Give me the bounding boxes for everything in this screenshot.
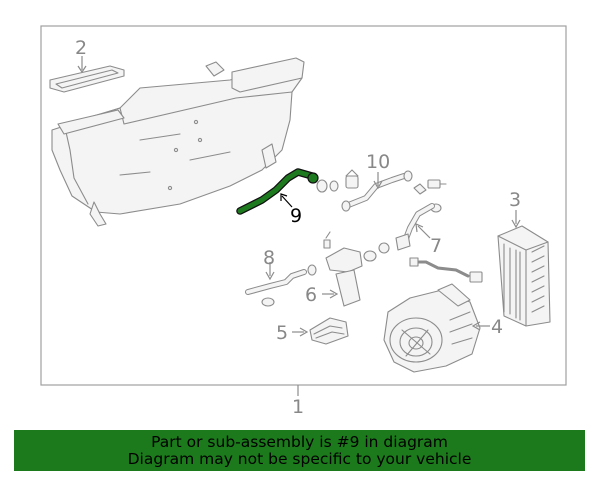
part-6-valve[interactable]: [323, 231, 390, 307]
callout-8: 8: [263, 247, 275, 269]
callout-2: 2: [75, 37, 87, 59]
arrow-5: [299, 327, 309, 337]
callout-7: 7: [430, 235, 442, 257]
callout-5: 5: [276, 322, 288, 344]
leader-7: [417, 225, 431, 239]
callout-10: 10: [366, 151, 390, 173]
part-8-hose[interactable]: [245, 264, 317, 307]
part-10-pipe[interactable]: [341, 170, 413, 212]
arrow-4: [471, 321, 481, 331]
info-banner: Part or sub-assembly is #9 in diagram Di…: [14, 430, 585, 471]
part-7-pipe[interactable]: [395, 203, 483, 283]
arrow-3: [511, 219, 521, 229]
arrow-8: [265, 271, 275, 281]
part-2-seal[interactable]: [49, 65, 125, 93]
arrow-10: [373, 180, 383, 190]
arrow-2: [77, 65, 87, 74]
fittings-group-a[interactable]: [316, 169, 359, 193]
banner-line-2: Diagram may not be specific to your vehi…: [127, 449, 472, 468]
arrow-9: [280, 193, 288, 201]
part-9-hose[interactable]: [236, 168, 319, 215]
bolts-group[interactable]: [413, 179, 447, 213]
arrow-6: [329, 289, 339, 299]
callout-1: 1: [292, 396, 304, 418]
part-1-hvac-housing[interactable]: [51, 57, 305, 227]
banner-line-1: Part or sub-assembly is #9 in diagram: [151, 432, 448, 451]
callout-9: 9: [290, 205, 302, 227]
part-3-heater-core[interactable]: [497, 225, 551, 327]
part-5-actuator[interactable]: [309, 317, 349, 345]
arrow-7: [415, 223, 424, 233]
leader-9: [281, 195, 293, 208]
part-4-blower[interactable]: [383, 283, 481, 373]
callout-4: 4: [491, 316, 503, 338]
callout-6: 6: [305, 284, 317, 306]
callout-3: 3: [509, 189, 521, 211]
